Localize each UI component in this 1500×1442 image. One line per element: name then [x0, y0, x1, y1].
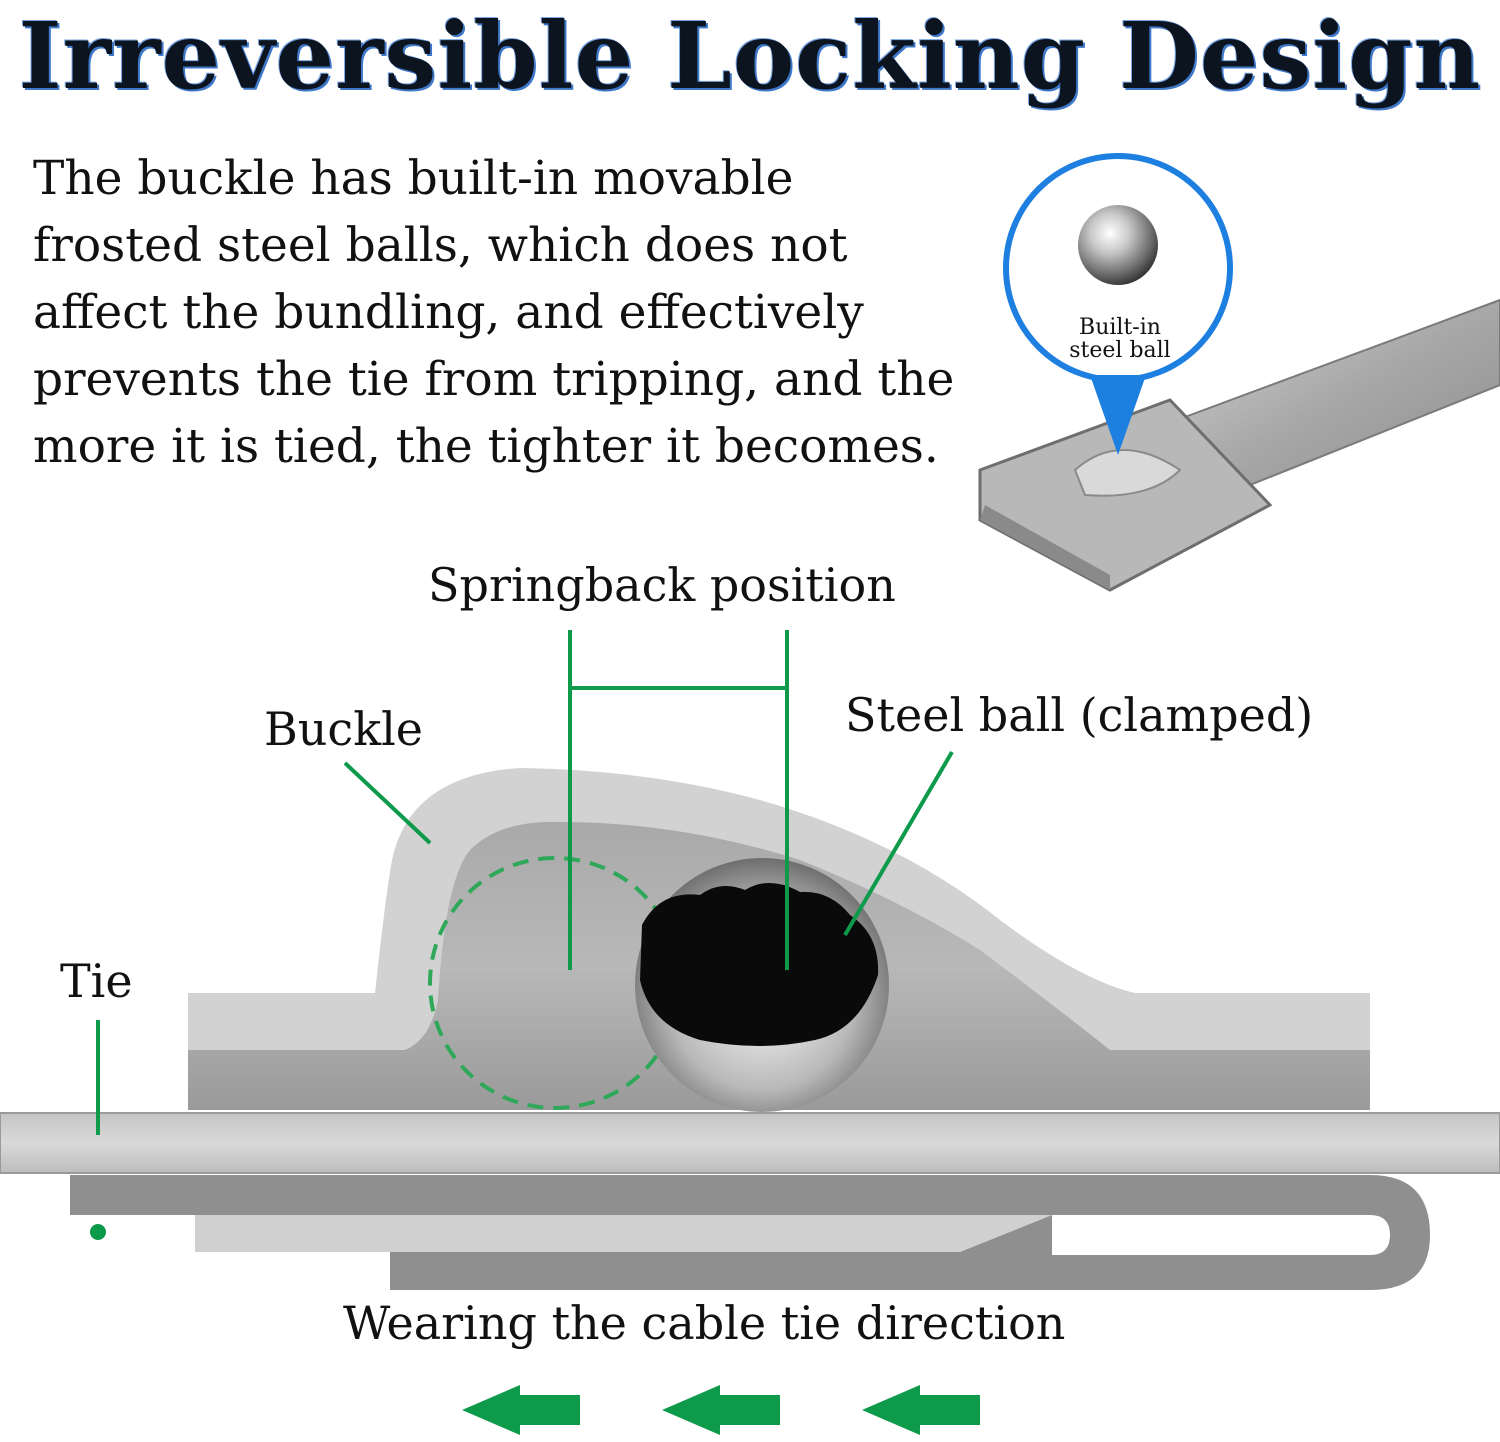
tie-label: Tie: [60, 954, 133, 1008]
steel-ball-icon: [1078, 205, 1158, 285]
buckle-label: Buckle: [264, 702, 424, 756]
callout-bubble: [1003, 153, 1233, 455]
clamped-steel-ball: [635, 858, 889, 1112]
left-arrow-icon: [862, 1385, 980, 1435]
tie-marker-dot: [90, 1224, 106, 1240]
steel-ball-leader-line: [843, 750, 954, 937]
left-arrow-icon: [662, 1385, 780, 1435]
left-arrow-icon: [462, 1385, 580, 1435]
tie-bottom-layer: [390, 1215, 1052, 1290]
springback-label: Springback position: [428, 558, 896, 612]
description-line: prevents the tie from tripping, and the: [33, 352, 955, 407]
callout-label: Built-in steel ball: [1040, 316, 1200, 362]
inset-steel-tie: [978, 298, 1500, 592]
callout-label-line: Built-in: [1079, 315, 1161, 340]
direction-label: Wearing the cable tie direction: [343, 1296, 1066, 1350]
tie-bar: [0, 1112, 1500, 1174]
description-line: more it is tied, the tighter it becomes.: [33, 419, 939, 474]
description-line: affect the bundling, and effectively: [33, 285, 864, 340]
tie-loop: [70, 1175, 1430, 1290]
buckle-leader-line: [343, 761, 432, 845]
page-title: Irreversible Locking Design: [18, 2, 1482, 110]
steel-ball-label: Steel ball (clamped): [845, 688, 1314, 742]
description-line: frosted steel balls, which does not: [33, 218, 848, 273]
tie-lower-layer: [195, 1215, 1052, 1252]
description-line: The buckle has built-in movable: [33, 151, 794, 206]
springback-dimension-lines: [568, 630, 789, 970]
description-text: The buckle has built-in movable frosted …: [33, 145, 973, 480]
callout-label-line: steel ball: [1069, 338, 1171, 363]
